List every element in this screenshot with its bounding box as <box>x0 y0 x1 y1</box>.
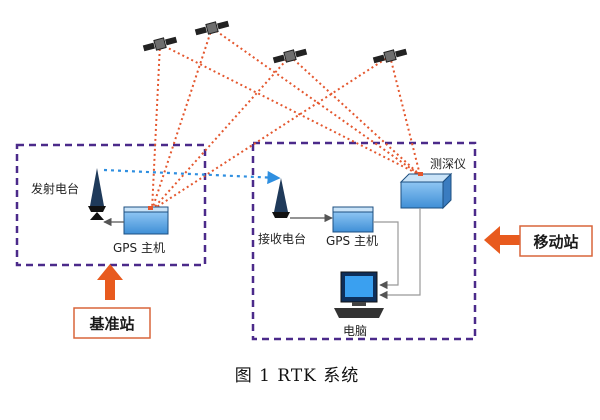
figure-caption: 图 1 RTK 系统 <box>235 366 360 386</box>
satellite-icon <box>372 48 408 64</box>
base-transmitter-label: 发射电台 <box>31 181 79 196</box>
rover-station-callout-label: 移动站 <box>533 233 578 251</box>
satellite-signal-lines <box>151 27 421 211</box>
base-station-boundary <box>15 143 207 267</box>
sounder-to-computer-wire <box>379 208 421 300</box>
satellite-icon <box>272 48 308 64</box>
echo-sounder-icon <box>399 172 453 210</box>
host-to-computer-wire <box>373 221 399 290</box>
orange-arrow-icon <box>484 226 520 254</box>
radio-link-line <box>103 168 281 185</box>
base-station-callout <box>73 307 151 339</box>
orange-arrow-icon <box>97 264 123 300</box>
computer-monitor-icon <box>334 271 384 318</box>
computer-label: 电脑 <box>343 324 367 338</box>
radio-antenna-icon <box>272 178 290 218</box>
rover-gps-host-label: GPS 主机 <box>326 234 378 248</box>
rover-receiver-label: 接收电台 <box>258 231 306 246</box>
sounder-label: 测深仪 <box>430 157 466 171</box>
satellite-icon <box>142 36 178 52</box>
gps-receiver-box-icon <box>123 206 169 235</box>
gps-receiver-box-icon <box>332 206 374 233</box>
base-gps-host-label: GPS 主机 <box>113 241 165 255</box>
satellite-icon <box>194 20 230 36</box>
radio-antenna-icon <box>88 168 106 220</box>
base-station-callout-label: 基准站 <box>88 315 134 333</box>
rover-station-boundary <box>251 141 477 341</box>
rover-station-callout <box>519 225 593 257</box>
